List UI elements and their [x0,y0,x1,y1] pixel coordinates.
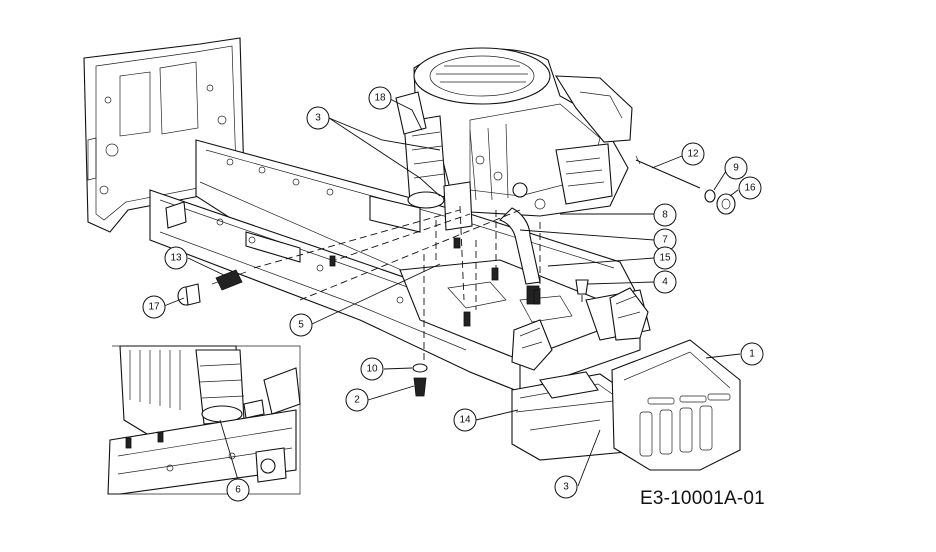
callout-14: 14 [453,408,477,432]
coupling-parts [177,269,247,306]
leader-lines [163,98,741,487]
callout-3-lower: 3 [554,475,578,499]
svg-text:9: 9 [733,163,739,174]
assembly-lines [253,205,583,362]
svg-text:4: 4 [662,277,668,288]
callout-10: 10 [360,357,384,381]
svg-text:5: 5 [298,320,304,331]
svg-text:15: 15 [659,253,671,264]
callout-3-upper: 3 [306,106,330,130]
svg-text:3: 3 [315,113,321,124]
svg-text:7: 7 [662,235,668,246]
washer-and-bolt [412,363,428,397]
drawing-reference-code: E3-10001A-01 [640,488,765,509]
front-brackets [511,287,649,371]
callout-18: 18 [368,86,392,110]
svg-text:12: 12 [687,149,699,160]
svg-text:13: 13 [170,253,182,264]
callout-15: 15 [653,246,677,270]
shaft-and-spacer [635,155,736,215]
callout-6: 6 [226,478,250,502]
callout-2: 2 [345,388,369,412]
callout-16: 16 [738,176,762,200]
callout-5: 5 [289,313,313,337]
svg-text:18: 18 [374,93,386,104]
callout-8: 8 [653,203,677,227]
svg-text:10: 10 [366,364,378,375]
svg-text:2: 2 [354,395,360,406]
front-grille-panel [611,339,741,471]
callout-1: 1 [740,342,764,366]
svg-text:3: 3 [563,482,569,493]
svg-text:1: 1 [749,349,755,360]
callout-17: 17 [142,295,166,319]
svg-text:14: 14 [459,415,471,426]
callout-4: 4 [653,270,677,294]
engine-assembly [395,47,633,231]
battery-tray [511,371,627,461]
svg-text:8: 8 [662,210,668,221]
callout-9: 9 [724,156,748,180]
svg-text:17: 17 [148,302,160,313]
callout-13: 13 [164,246,188,270]
inset-detail [107,345,301,495]
svg-text:16: 16 [744,183,756,194]
svg-text:6: 6 [235,485,241,496]
callout-12: 12 [681,142,705,166]
mounting-bolts [329,237,589,327]
